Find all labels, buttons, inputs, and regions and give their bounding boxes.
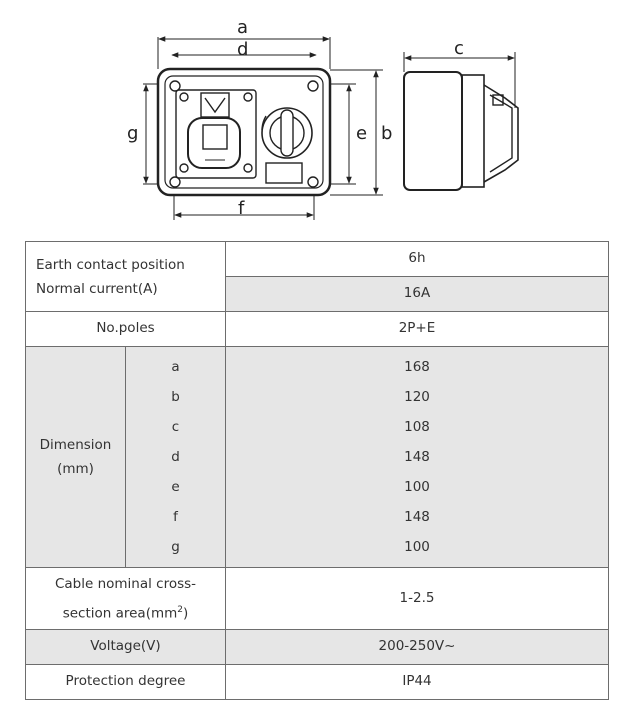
current-value: 16A: [225, 276, 609, 312]
voltage-label: Voltage(V): [25, 629, 226, 665]
dimension-label: Dimension: [39, 437, 112, 453]
poles-label: No.poles: [25, 311, 226, 347]
current-label: Normal current(A): [36, 280, 158, 297]
earth-current-label-cell: Earth contact position Normal current(A): [25, 241, 226, 312]
dimension-key: e: [171, 479, 180, 495]
table-row: Voltage(V) 200-250V~: [25, 629, 609, 665]
dimension-value: 108: [404, 419, 430, 435]
protection-value: IP44: [225, 664, 609, 700]
dim-label-a: a: [237, 17, 248, 38]
cable-label-close: ): [183, 605, 189, 622]
dimension-value: 100: [404, 539, 430, 555]
dim-label-b: b: [381, 123, 392, 144]
dimension-key: g: [171, 539, 180, 555]
poles-value: 2P+E: [225, 311, 609, 347]
dimension-key: a: [171, 359, 180, 375]
spec-table: Earth contact position Normal current(A)…: [25, 241, 609, 700]
cable-label: Cable nominal cross- section area(mm2): [25, 567, 226, 630]
dimension-value: 100: [404, 479, 430, 495]
dimension-keys-cell: a b c d e f g: [125, 346, 226, 568]
earth-value: 6h: [225, 241, 609, 277]
cable-label-sup: 2: [177, 604, 184, 615]
dimension-key: b: [171, 389, 180, 405]
cable-value: 1-2.5: [225, 567, 609, 630]
technical-drawing: a d g e b f c: [127, 17, 519, 220]
dimension-value: 120: [404, 389, 430, 405]
dim-label-f: f: [238, 198, 245, 219]
table-row: Dimension (mm) a b c d e f g 168 120 108…: [25, 346, 609, 568]
table-row: No.poles 2P+E: [25, 311, 609, 347]
dimension-value: 168: [404, 359, 430, 375]
dim-label-e: e: [356, 123, 367, 144]
dimension-label-cell: Dimension (mm): [25, 346, 126, 568]
table-row: 16A: [26, 276, 609, 312]
dim-label-d: d: [237, 39, 248, 60]
dimension-unit: (mm): [57, 461, 94, 477]
dim-label-g: g: [127, 123, 138, 144]
table-row: Cable nominal cross- section area(mm2) 1…: [25, 567, 609, 630]
cable-label-line2: section area(mm: [62, 605, 178, 622]
dimension-values-cell: 168 120 108 148 100 148 100: [225, 346, 609, 568]
earth-label: Earth contact position: [36, 256, 185, 273]
protection-label: Protection degree: [25, 664, 226, 700]
dimension-key: c: [171, 419, 180, 435]
dimension-key: f: [173, 509, 178, 525]
cable-label-line1: Cable nominal cross-: [54, 575, 197, 592]
dimension-key: d: [171, 449, 180, 465]
dimension-value: 148: [404, 509, 430, 525]
dimension-value: 148: [404, 449, 430, 465]
voltage-value: 200-250V~: [225, 629, 609, 665]
table-row: Earth contact position Normal current(A)…: [25, 241, 609, 312]
dim-label-c: c: [454, 38, 464, 59]
table-row: Protection degree IP44: [25, 664, 609, 700]
